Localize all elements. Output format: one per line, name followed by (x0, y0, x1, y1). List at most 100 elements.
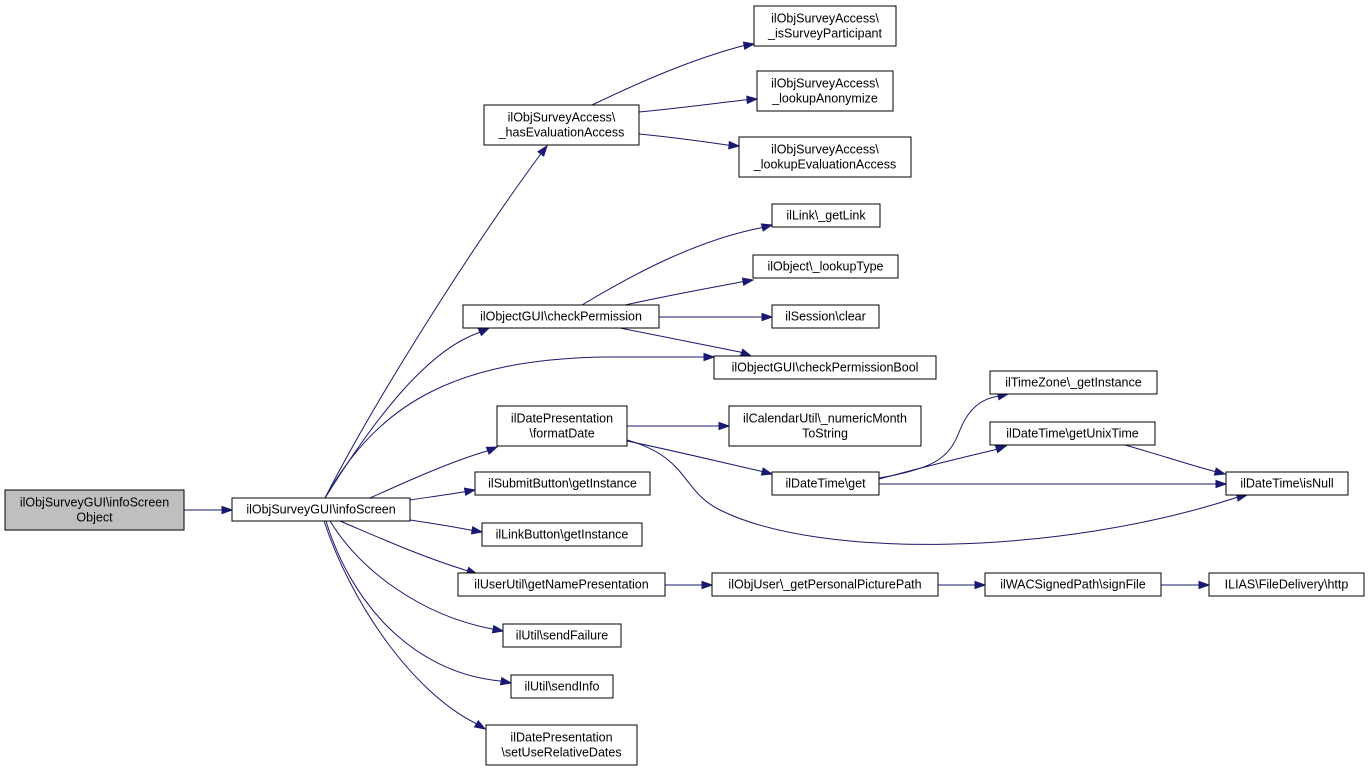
node-label-line: ilObjSurveyAccess\ (771, 143, 879, 157)
call-edge-n14-to-n17 (879, 479, 1228, 489)
node-label-line: ilObjSurveyGUI\infoScreen (246, 503, 395, 517)
edge-line (591, 43, 755, 106)
function-node[interactable]: ilObject\_lookupType (752, 254, 899, 279)
call-edge-n2-to-n26 (323, 520, 487, 730)
node-label-line: _lookupEvaluationAccess (753, 158, 896, 172)
node-label-line: ilObjSurveyAccess\ (771, 77, 879, 91)
arrowhead-icon (491, 624, 505, 634)
function-node[interactable]: ilDateTime\isNull (1225, 471, 1349, 496)
node-label-line: ilObject\_lookupType (767, 260, 883, 274)
function-node[interactable]: ilObjSurveyAccess\_isSurveyParticipant (753, 5, 897, 47)
node-label-line: ilLink\_getLink (786, 209, 866, 223)
node-label-line: ilUserUtil\getNamePresentation (474, 578, 648, 592)
function-node[interactable]: ilSession\clear (771, 304, 880, 329)
node-box (771, 304, 880, 329)
call-edge-n3-to-n4 (591, 41, 756, 106)
edge-line (626, 439, 1248, 545)
node-label-line: Object (76, 511, 113, 525)
arrowhead-icon (470, 526, 484, 535)
node-box (483, 104, 640, 146)
node-label-line: ilDatePresentation (511, 412, 613, 426)
node-box (989, 421, 1156, 446)
arrowhead-icon (1198, 580, 1211, 590)
call-edge-n7-to-n10 (659, 312, 774, 322)
function-node[interactable]: ilObjectGUI\checkPermission (462, 304, 660, 329)
node-label-line: ToString (802, 427, 848, 441)
arrowhead-icon (473, 719, 487, 730)
node-box (728, 405, 922, 447)
edge-line (1124, 444, 1226, 475)
function-node[interactable]: ilObjSurveyAccess\_lookupEvaluationAcces… (738, 136, 912, 178)
call-edge-n3-to-n6 (638, 133, 741, 150)
call-edge-n20-to-n21 (665, 580, 714, 590)
function-node[interactable]: ilSubmitButton\getInstance (474, 471, 651, 496)
arrowhead-icon (994, 445, 1008, 454)
edge-line (324, 356, 714, 499)
call-edge-n3-to-n5 (638, 95, 759, 113)
arrowhead-icon (746, 95, 759, 105)
function-node[interactable]: ilDateTime\getUnixTime (989, 421, 1156, 446)
node-box (485, 724, 638, 766)
node-box (1208, 572, 1365, 597)
function-node[interactable]: ilDatePresentation\setUseRelativeDates (485, 724, 638, 766)
node-box (738, 136, 912, 178)
call-edge-n2-to-n12 (369, 446, 499, 499)
arrowhead-icon (1213, 467, 1227, 476)
node-box (711, 572, 939, 597)
function-node[interactable]: ilUtil\sendFailure (502, 623, 622, 648)
function-node[interactable]: ilDatePresentation\formatDate (496, 405, 628, 447)
function-node[interactable]: ilWACSignedPath\signFile (984, 572, 1162, 597)
function-node[interactable]: ilObjSurveyGUI\infoScreen (231, 497, 411, 522)
arrowhead-icon (718, 421, 731, 431)
arrowhead-icon (463, 487, 477, 496)
call-nodes: ilObjSurveyGUI\infoScreenObjectilObjSurv… (4, 5, 1365, 766)
arrowhead-icon (499, 676, 513, 686)
node-label-line: ilLinkButton\getInstance (496, 528, 629, 542)
arrowhead-icon (974, 580, 987, 590)
function-node[interactable]: ilDateTime\get (771, 471, 880, 496)
function-node[interactable]: ilTimeZone\_getInstance (989, 370, 1158, 395)
node-label-line: ilObjUser\_getPersonalPicturePath (728, 578, 921, 592)
function-node[interactable]: ilUtil\sendInfo (510, 674, 614, 699)
call-edge-n21-to-n22 (938, 580, 987, 590)
node-label-line: ilObjectGUI\checkPermission (480, 310, 642, 324)
node-label-line: ilObjSurveyGUI\infoScreen (20, 496, 169, 510)
call-edge-n2-to-n20 (339, 520, 479, 575)
node-label-line: ilWACSignedPath\signFile (1000, 578, 1145, 592)
edge-line (339, 520, 478, 575)
function-node[interactable]: ilObjSurveyAccess\_hasEvaluationAccess (483, 104, 640, 146)
call-edge-n12-to-n17 (626, 439, 1249, 545)
arrowhead-icon (703, 352, 716, 362)
node-label-line: ilObjectGUI\checkPermissionBool (732, 361, 919, 375)
node-label-line: ilUtil\sendInfo (524, 680, 599, 694)
function-node[interactable]: ilUserUtil\getNamePresentation (457, 572, 666, 597)
arrowhead-icon (742, 41, 756, 50)
node-box (771, 203, 881, 228)
function-node[interactable]: ilObjectGUI\checkPermissionBool (713, 355, 937, 380)
node-label-line: ilDatePresentation (510, 731, 612, 745)
arrowhead-icon (221, 505, 234, 515)
edge-line (323, 520, 486, 730)
edge-line (325, 520, 512, 684)
node-box (989, 370, 1158, 395)
call-edge-n12-to-n13 (627, 421, 731, 431)
node-label-line: ILIAS\FileDelivery\http (1225, 578, 1349, 592)
node-label-line: ilObjSurveyAccess\ (508, 111, 616, 125)
call-edge-n2-to-n24 (329, 520, 505, 634)
function-node[interactable]: ilLinkButton\getInstance (481, 522, 643, 547)
arrowhead-icon (739, 348, 753, 357)
arrowhead-icon (477, 327, 491, 337)
function-node[interactable]: ilObjUser\_getPersonalPicturePath (711, 572, 939, 597)
arrowhead-icon (741, 277, 755, 286)
function-node[interactable]: ilLink\_getLink (771, 203, 881, 228)
node-box (502, 623, 622, 648)
arrowhead-icon (728, 140, 741, 150)
function-node[interactable]: ILIAS\FileDelivery\http (1208, 572, 1365, 597)
call-edge-n22-to-n23 (1161, 580, 1211, 590)
node-label-line: ilUtil\sendFailure (516, 629, 608, 643)
function-node[interactable]: ilObjSurveyAccess\_lookupAnonymize (756, 70, 894, 112)
edge-line (409, 519, 483, 533)
